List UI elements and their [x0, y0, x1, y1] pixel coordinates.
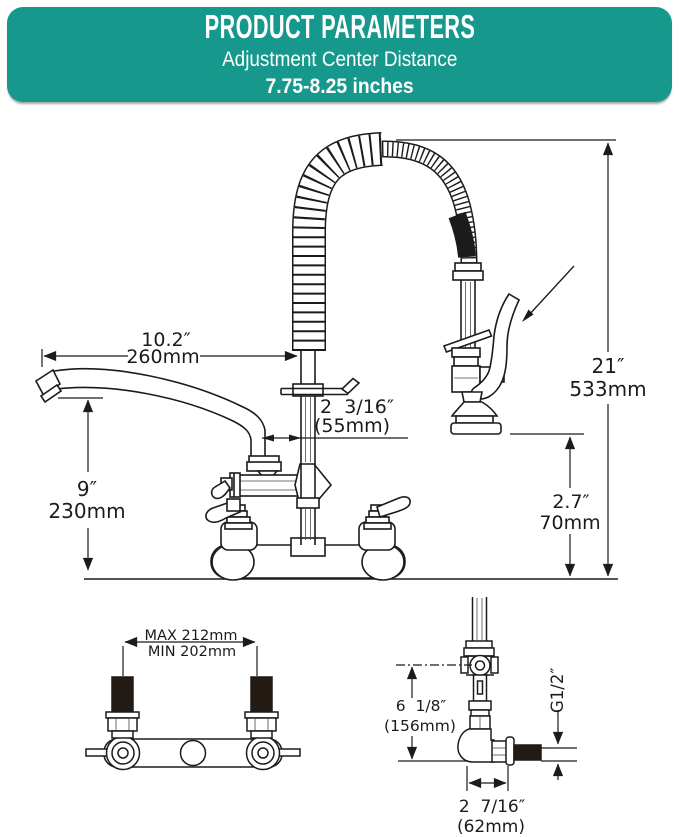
label-overall-height-mm: 533mm — [569, 377, 646, 401]
inlet-elbow — [457, 728, 542, 766]
left-side-pin — [85, 748, 109, 757]
addon-spout-assembly — [34, 367, 333, 512]
dim-spout-height — [58, 397, 103, 571]
left-inlet-stud — [105, 676, 140, 739]
label-thread-size: G1/2″ — [548, 667, 567, 713]
right-inlet-stud — [244, 676, 279, 739]
dim-overall-height — [396, 139, 616, 577]
mount-bracket-figure: MAX 212mm MIN 202mm — [85, 628, 301, 771]
right-side-pin — [277, 748, 301, 757]
dim-thread-size — [541, 710, 577, 780]
label-wall-depth-mm: (62mm) — [457, 817, 525, 837]
label-overall-height-in: 21″ — [592, 354, 625, 378]
spout-outlet — [34, 368, 62, 398]
dim-inlet-height — [396, 664, 472, 762]
dim-spout-reach — [41, 349, 298, 367]
main-faucet-figure — [34, 132, 618, 581]
header-range-value: 7.75-8.25 inches — [265, 74, 414, 98]
label-spout-reach-mm: 260mm — [126, 346, 199, 368]
dim-spray-clearance — [510, 433, 584, 577]
label-spout-reach-in: 10.2″ — [141, 329, 190, 351]
center-hole — [179, 739, 207, 767]
spray-face — [450, 401, 499, 417]
spout-tube-bottom — [48, 386, 252, 456]
dim-wall-depth — [466, 766, 509, 791]
hose-clip — [442, 328, 493, 354]
header-card: PRODUCT PARAMETERS Adjustment Center Dis… — [7, 7, 672, 102]
faucet-body — [205, 496, 411, 581]
label-spray-clearance-in: 2.7″ — [552, 491, 589, 513]
spray-valve-pointer-arrow — [522, 265, 575, 322]
label-inlet-height-in: 6 1/8″ — [396, 697, 447, 715]
threaded-nipple — [513, 744, 542, 761]
label-center-distance-min: MIN 202mm — [148, 644, 236, 660]
addon-handle-lever — [210, 479, 231, 500]
spout-tube-top — [53, 367, 266, 456]
wall-inlet-figure: 6 1/8″ (156mm) G1/2″ 2 7/16″ (62mm) — [384, 597, 577, 837]
dim-spout-offset — [262, 434, 408, 442]
label-center-distance-max: MAX 212mm — [145, 628, 238, 644]
label-spray-clearance-mm: 70mm — [539, 512, 600, 534]
addon-body — [237, 474, 299, 497]
label-spout-offset-mm: (55mm) — [314, 415, 390, 437]
main-dimensions: 10.2″ 260mm 2 3/16″ (55mm) 21″ 533mm 9″ … — [41, 139, 647, 577]
label-spout-height-in: 9″ — [77, 477, 97, 501]
label-spout-height-mm: 230mm — [48, 499, 125, 523]
label-spout-offset-in: 2 3/16″ — [320, 396, 394, 418]
spout-outlet-tip — [39, 383, 63, 404]
spray-valve — [450, 292, 521, 435]
hose-grip — [448, 211, 476, 258]
label-inlet-height-mm: (156mm) — [384, 717, 456, 735]
support-bracket — [280, 377, 361, 396]
spring-hose — [292, 132, 493, 354]
dim-center-distance — [122, 636, 258, 676]
header-subtitle: Adjustment Center Distance — [221, 47, 458, 71]
page-title: PRODUCT PARAMETERS — [204, 8, 475, 46]
right-handle-lever — [376, 496, 411, 519]
riser-pipe — [280, 350, 361, 545]
label-wall-depth-in: 2 7/16″ — [459, 797, 525, 817]
